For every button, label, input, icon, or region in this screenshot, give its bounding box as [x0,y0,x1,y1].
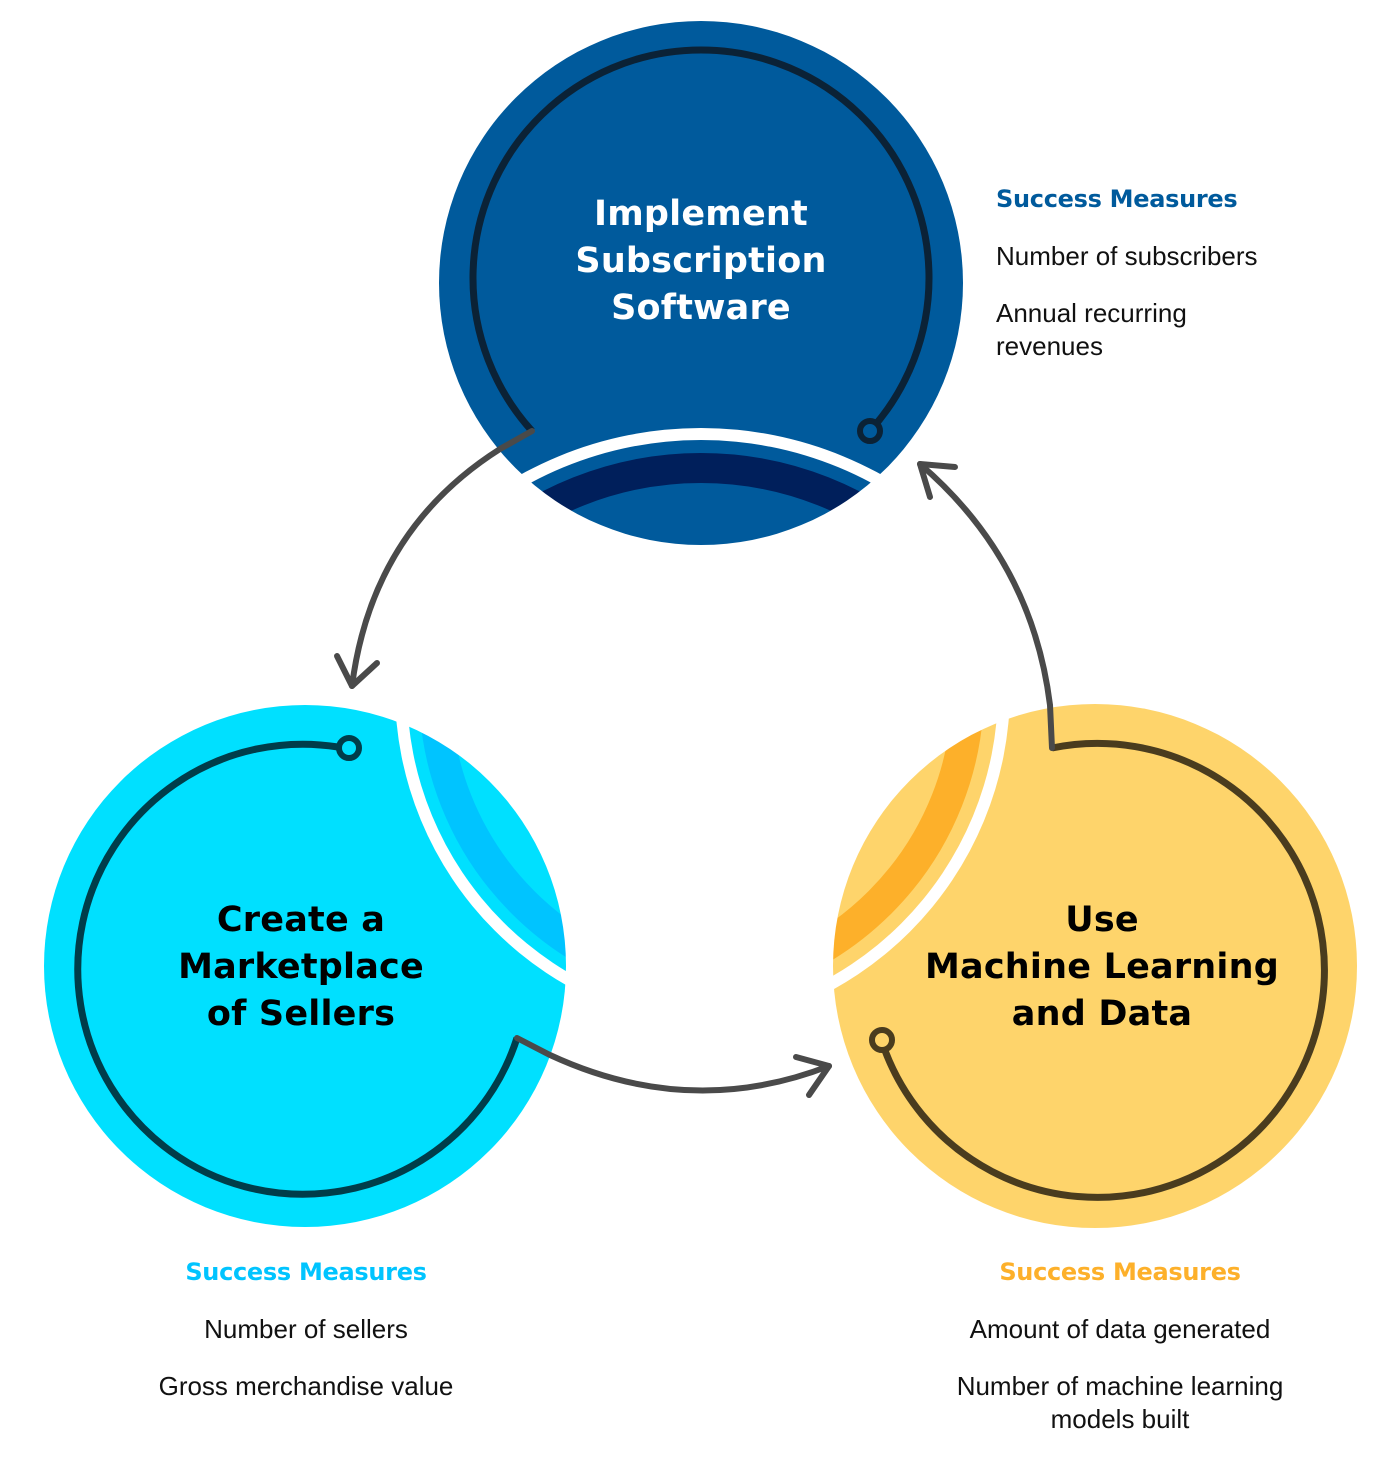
blue-ring-dot-icon [857,418,883,444]
title-line: Use [1065,900,1139,940]
arrowhead-up-icon [917,461,958,500]
measure-item: Number of subscribers [996,241,1258,271]
measure-item: Annual recurring revenues [996,298,1187,361]
measure-item: Number of sellers [204,1314,408,1344]
success-measures-heading: Success Measures [999,1258,1241,1286]
arrowhead-down-icon [334,653,380,689]
measure-item: Amount of data generated [969,1314,1271,1344]
node-marketplace [44,705,566,1227]
success-measures-marketplace: Success Measures Number of sellers Gross… [106,1257,506,1427]
yellow-circle-segment [833,704,1357,1228]
arrow-marketplace-to-ml [514,1035,832,1098]
title-line: Implement [594,194,808,234]
measure-item: Gross merchandise value [158,1371,454,1401]
node-title-machine-learning: Use Machine Learning and Data [922,897,1282,1038]
yellow-inner-ring [878,739,1328,1201]
title-line: Marketplace [178,947,424,987]
yellow-ring-dot-icon [869,1027,895,1053]
success-measures-subscription: Success Measures Number of subscribers A… [996,184,1316,387]
title-line: Create a [216,900,386,940]
title-line: Software [611,288,791,328]
cyan-ring-dot-icon [336,735,362,761]
node-title-marketplace: Create a Marketplace of Sellers [151,897,451,1038]
title-line: Subscription [575,241,827,281]
title-line: and Data [1011,994,1193,1034]
title-line: Machine Learning [925,947,1279,987]
cyan-inner-ring [74,740,521,1198]
node-subscription [439,21,963,545]
blue-segment-band [439,453,963,545]
success-measures-heading: Success Measures [185,1258,427,1286]
title-line: of Sellers [206,994,396,1034]
success-measures-heading: Success Measures [996,185,1238,213]
node-machine-learning [833,704,1357,1228]
cyan-circle-segment [44,705,566,1227]
node-title-subscription: Implement Subscription Software [551,191,851,332]
measure-item: Number of machine learning models built [956,1371,1284,1434]
arrow-ml-to-subscription [917,461,1055,751]
arrowhead-right-icon [793,1054,832,1098]
arrow-subscription-to-marketplace [334,428,535,689]
success-measures-machine-learning: Success Measures Amount of data generate… [920,1257,1320,1460]
blue-inner-ring [469,46,933,434]
